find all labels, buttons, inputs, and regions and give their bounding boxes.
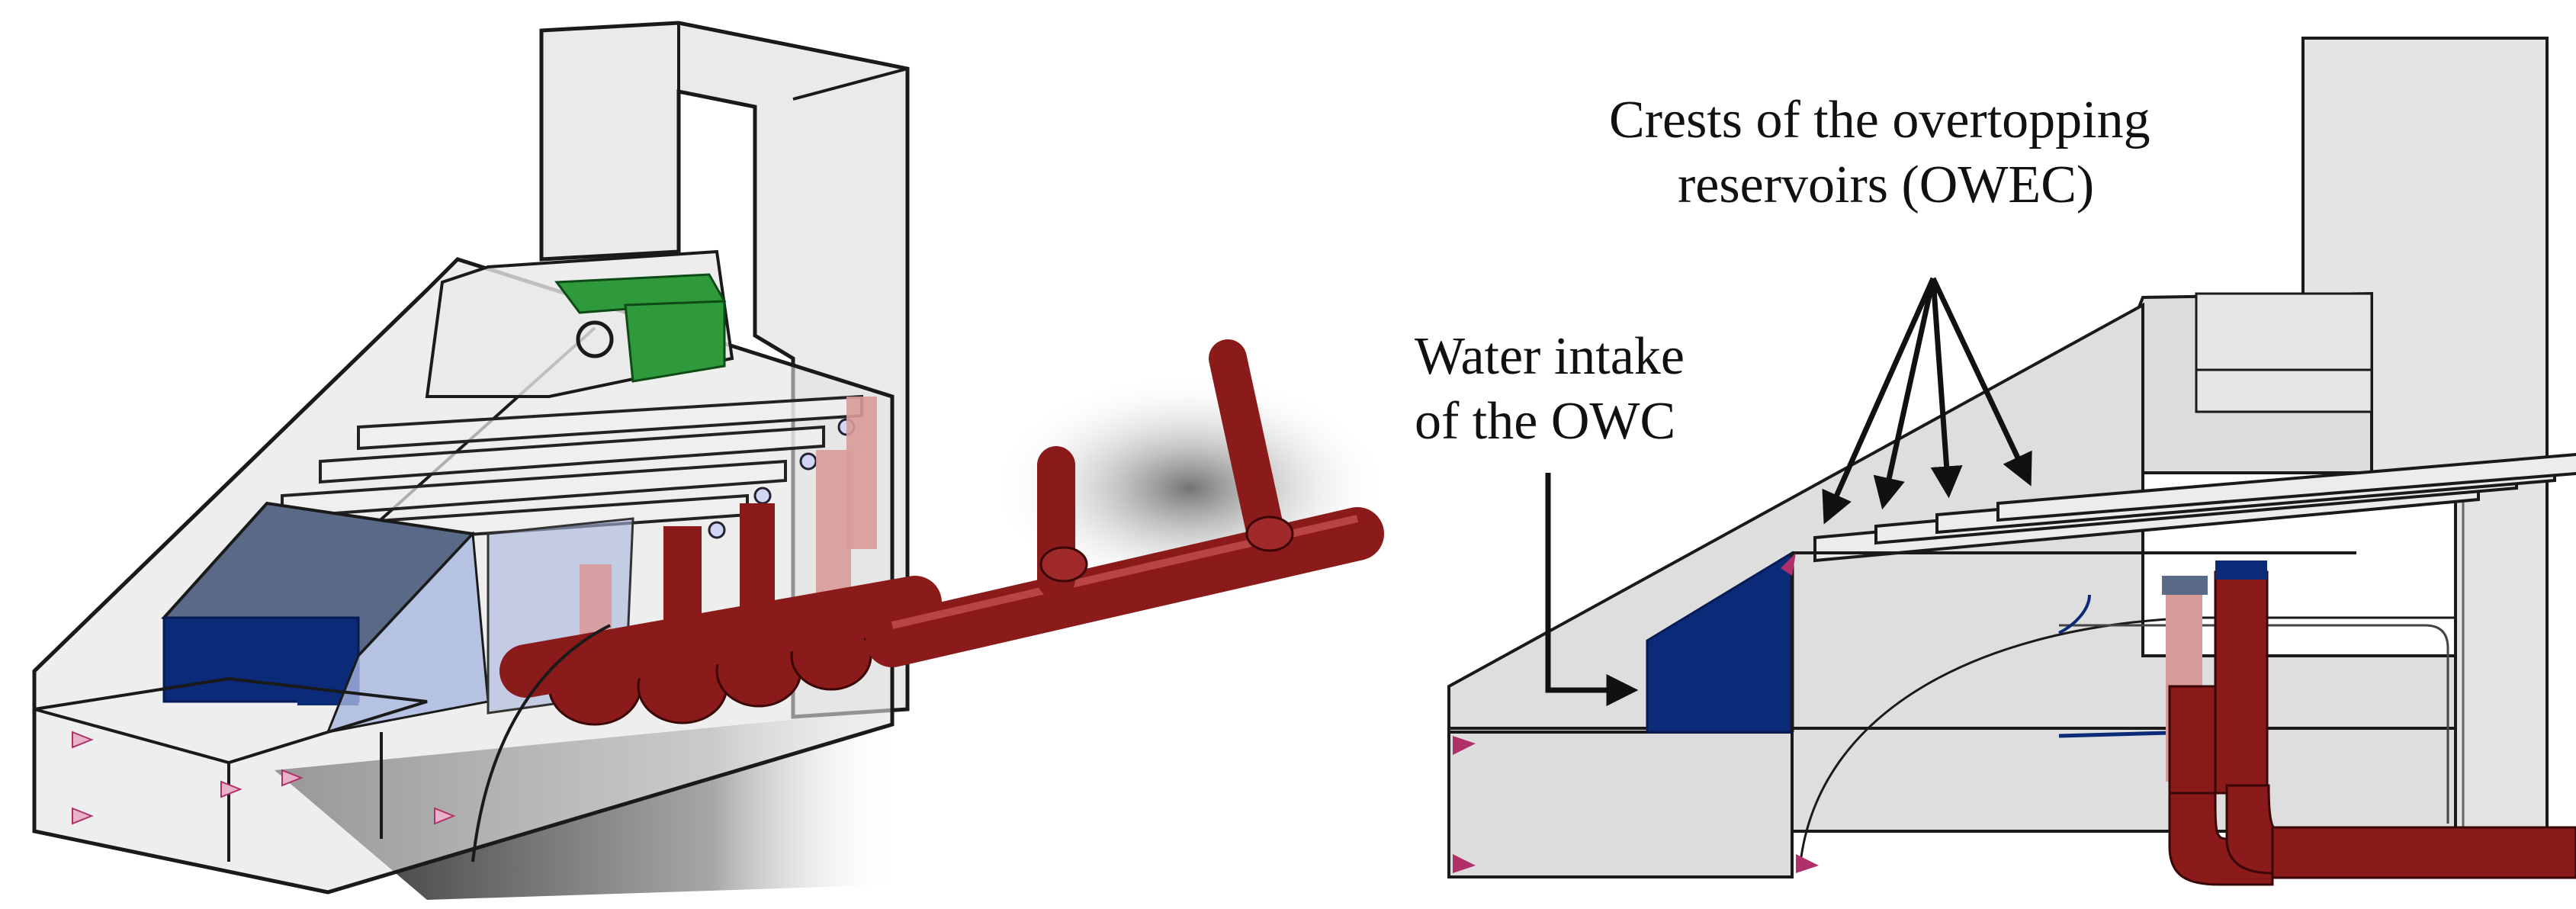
crests-label-line2: reservoirs (OWEC): [1678, 156, 2094, 214]
port-ring: [576, 320, 614, 358]
intake-label-line2: of the OWC: [1415, 392, 1675, 451]
outlet-pipe-side: [2271, 826, 2576, 879]
outlet-pipe: [866, 507, 1384, 667]
pipe-joint: [1039, 546, 1088, 583]
downpipe: [2214, 570, 2269, 795]
intake-arrow: [1545, 473, 1639, 706]
pipe-joint: [1245, 516, 1294, 552]
reservoir-compartment: [2195, 292, 2373, 371]
crests-label-line1: Crests of the overtopping: [1609, 91, 2150, 149]
lower-box: [1447, 731, 1794, 878]
inner-duct-line: [2059, 624, 2449, 824]
wave-front: [2058, 594, 2091, 634]
crest-arrows: [1822, 277, 2032, 525]
manifold-pipe: [499, 576, 942, 698]
tower-edge: [792, 67, 908, 101]
riser-pipe: [1209, 339, 1285, 553]
base-box: [34, 676, 428, 765]
left-panel: [32, 21, 1388, 900]
green-box-side: [624, 300, 726, 383]
downpipe: [2168, 685, 2217, 802]
reservoir-compartment: [2195, 368, 2373, 413]
pipe-cap: [2162, 576, 2208, 595]
pipe-cap: [2215, 560, 2267, 580]
curved-guide: [1798, 616, 2456, 870]
right-panel: Crests of the overtopping reservoirs (OW…: [1415, 37, 2576, 886]
ramp-edge: [33, 288, 429, 673]
curved-wall: [471, 624, 611, 862]
intake-label-line1: Water intake: [1415, 327, 1685, 386]
reservoir-slats-side: [1813, 453, 2576, 563]
side-markers: [1453, 553, 1819, 873]
corner-markers: [72, 731, 456, 825]
